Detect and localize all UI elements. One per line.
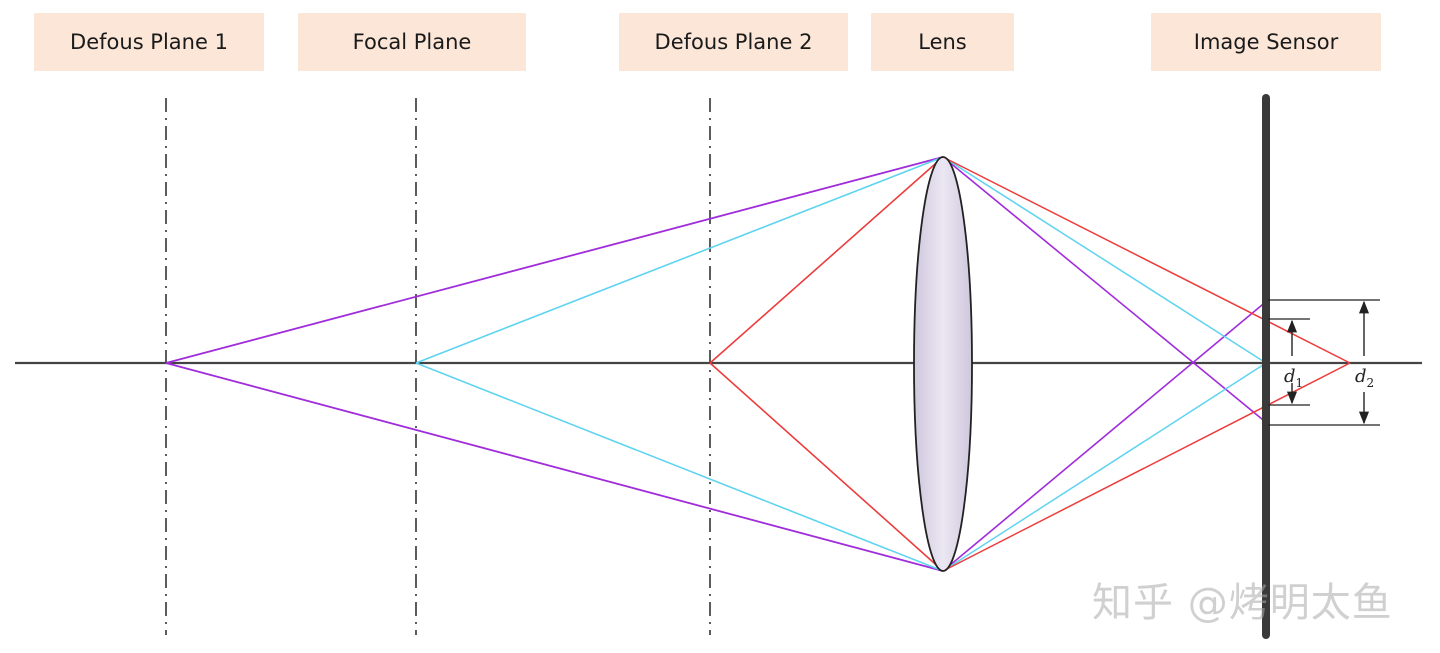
- watermark: 知乎 @烤明太鱼: [1092, 580, 1393, 626]
- lens-label: Lens: [871, 13, 1014, 71]
- defocus-plane-2-label: Defous Plane 2: [619, 13, 848, 71]
- defocus-plane-1-rays: [165, 156, 1269, 572]
- defocus-plane-2-rays: [709, 156, 1351, 572]
- lens-shape: [913, 156, 973, 572]
- defocus-plane-1-label: Defous Plane 1: [34, 13, 264, 71]
- focal-plane-label: Focal Plane: [298, 13, 526, 71]
- d2-label: d2: [1355, 366, 1374, 390]
- image-sensor-label: Image Sensor: [1151, 13, 1381, 71]
- focal-plane-rays: [415, 156, 1267, 572]
- d1-label: d1: [1284, 366, 1303, 390]
